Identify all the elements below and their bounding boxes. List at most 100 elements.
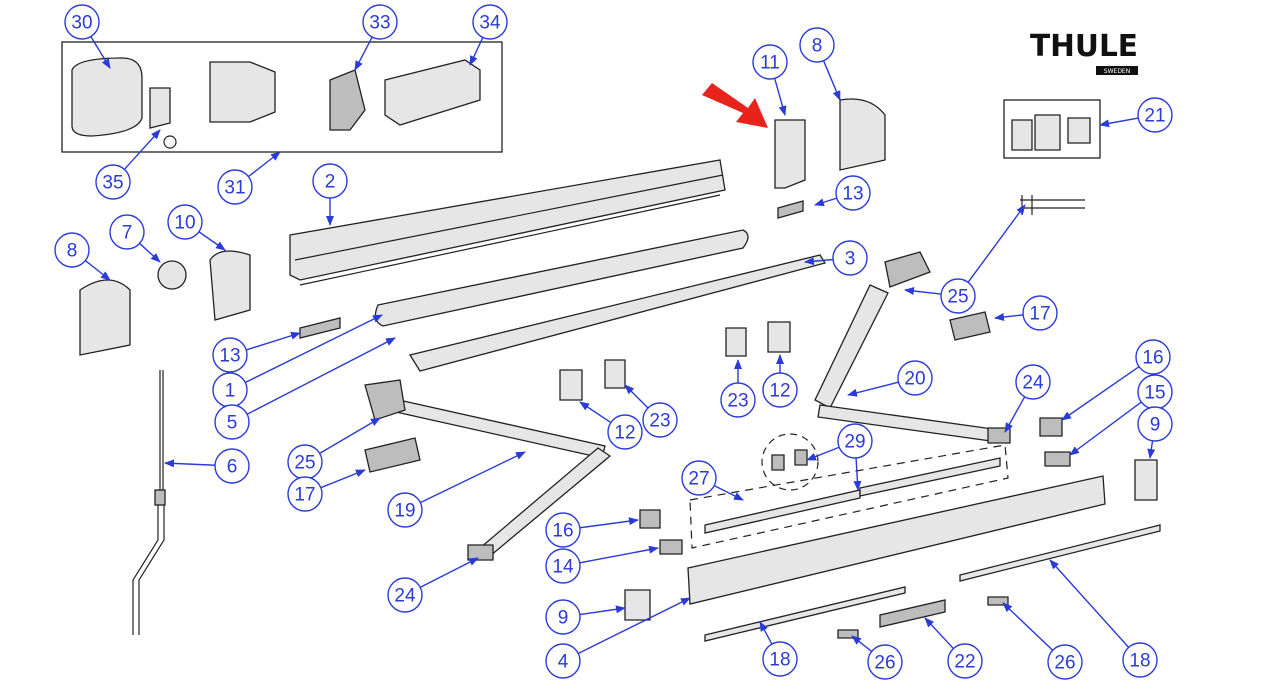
callout-34: 34 [469,4,508,66]
callout-14: 14 [545,545,659,584]
part-12-plate-left [559,369,583,401]
part-35-bracket [149,87,171,129]
part-8-cover-left [79,279,131,356]
callout-circle [212,337,248,373]
part-24-foot-left [467,544,494,561]
leader-line [246,331,301,351]
leader-line [579,545,659,564]
leader-line [469,37,484,66]
callout-circle [835,175,871,211]
callout-circle [95,164,131,200]
callout-circle [217,169,253,205]
callout-number: 35 [102,173,123,194]
leader-line [247,151,281,178]
callout-17: 17 [287,469,366,512]
part-arm-head-left [364,379,406,421]
callout-31: 31 [217,151,281,205]
callout-number: 10 [174,213,195,234]
part-22-center-joint [879,599,946,628]
leader-line [198,231,226,251]
callout-number: 34 [479,13,501,34]
leader-line [244,314,383,384]
part-18-lower-rail [704,586,906,642]
callout-21: 21 [1099,97,1173,133]
callout-24: 24 [387,557,479,613]
part-10-motor [209,250,251,321]
leader-line [579,605,626,616]
callout-circle [1137,406,1173,442]
leader-line [847,381,899,397]
tension-bar-kit-box [689,444,1009,549]
callout-15: 15 [1069,374,1173,456]
callout-5: 5 [214,337,396,440]
callout-number: 26 [1054,653,1075,674]
part-8-cover-right [839,98,886,171]
callout-circle [214,404,250,440]
callout-number: 17 [294,485,315,506]
part-16-end-piece-right [1039,417,1063,437]
part-17-cap-right [949,311,991,341]
callout-circle [362,4,398,40]
clip-detail-circle [761,433,819,491]
callout-number: 3 [845,249,856,270]
callout-number: 9 [558,608,569,629]
part-13-plug-left [299,317,341,339]
part-11-end-cap [774,119,806,189]
callout-number: 8 [812,36,823,57]
part-25-connector [1020,195,1085,215]
callout-13: 13 [212,331,301,373]
part-29-clips [771,449,808,471]
callout-circle [832,240,868,276]
callout-29: 29 [806,423,873,491]
callout-circle [799,27,835,63]
part-26-slider-right [987,596,1009,606]
leader-line [84,259,111,281]
callout-circle [1122,642,1158,678]
callout-circle [287,476,323,512]
callout-circle [762,372,798,408]
callout-number: 24 [1022,373,1044,394]
callout-number: 26 [874,653,895,674]
callout-20: 20 [847,360,933,397]
callout-circle [545,548,581,584]
callout-number: 13 [842,184,863,205]
callout-number: 12 [614,423,635,444]
leader-line [851,635,873,653]
part-16-end-piece [639,509,661,529]
leader-line [1061,366,1140,421]
callout-number: 14 [552,557,574,578]
highlight-arrow [702,83,768,128]
callout-16: 16 [545,512,639,548]
callout-number: 2 [325,172,336,193]
callout-circle [167,204,203,240]
part-18-lower-rail-right [959,524,1161,582]
callout-circle [109,214,145,250]
bracket-kit-box [1003,99,1101,159]
callout-circle [681,460,717,496]
part-9-end-cap-left [624,589,651,621]
leader-line [577,597,691,655]
callout-circle [867,644,903,680]
callout-number: 22 [954,652,975,673]
callout-circle [720,382,756,418]
part-9-end-cap-right [1134,459,1158,501]
part-2-awning-profile [289,159,726,281]
callout-number: 13 [219,346,240,367]
callout-circle [472,4,508,40]
part-20-arm-upper [814,284,889,409]
callout-circle [1022,295,1058,331]
callout-circle [64,4,100,40]
callout-26: 26 [851,635,903,680]
part-21-brackets [1011,114,1091,151]
leader-line [139,242,161,263]
part-24-foot-right [987,427,1011,444]
callout-circle [897,360,933,396]
callout-number: 21 [1144,106,1165,127]
callout-24: 24 [1004,364,1051,433]
leader-line [773,78,787,116]
callout-number: 18 [769,650,790,671]
part-27-tension-bar [704,489,861,534]
motor-kit-box [61,41,503,153]
callout-circle [312,163,348,199]
